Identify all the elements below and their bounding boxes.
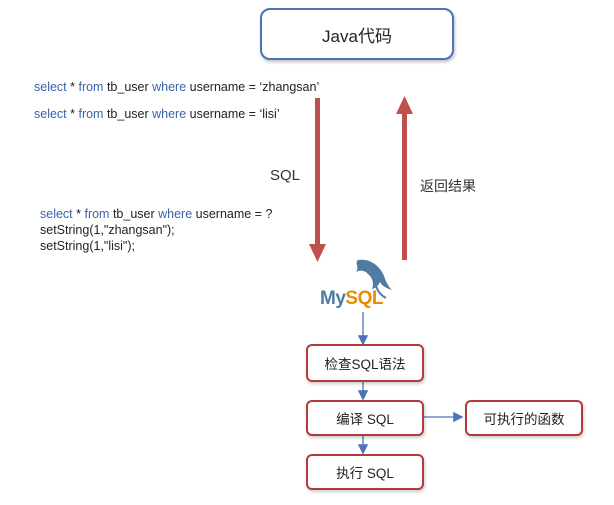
sql-down-arrow [309,98,326,262]
kw-from: from [78,107,104,121]
set-string-lisi: setString(1,"lisi"); [40,239,136,253]
mysql-wordmark-my: My [320,288,346,309]
star: * [72,207,85,221]
mysql-logo: MySQL [318,256,398,312]
step-check-syntax-label: 检查SQL语法 [324,357,406,372]
java-code-label: Java代码 [322,26,392,46]
kw-where: where [152,107,187,121]
result-up-arrow [396,96,413,260]
condition: username = ‘zhangsan’ [186,80,320,94]
condition: username = ‘lisi’ [186,107,280,121]
step-execute-sql: 执行 SQL [306,454,424,490]
kw-where: where [158,207,193,221]
table-name: tb_user [103,107,153,121]
table-name: tb_user [109,207,159,221]
dolphin-icon [356,259,392,299]
step-execute-sql-label: 执行 SQL [336,466,394,481]
kw-select: select [40,207,73,221]
star: * [66,107,79,121]
prepared-statement-code: select * from tb_user where username = ?… [40,206,272,254]
prepared-query-line: select * from tb_user where username = ? [40,206,272,222]
java-code-box: Java代码 [260,8,454,60]
step-compile-sql: 编译 SQL [306,400,424,436]
query-line-zhangsan: select * from tb_user where username = ‘… [34,80,319,94]
executable-function-label: 可执行的函数 [483,412,565,427]
step-check-syntax: 检查SQL语法 [306,344,424,382]
condition: username = ? [192,207,273,221]
kw-select: select [34,80,67,94]
kw-select: select [34,107,67,121]
kw-from: from [84,207,110,221]
result-arrow-label: 返回结果 [420,178,476,194]
table-name: tb_user [103,80,153,94]
mysql-wordmark-sql: SQL [345,288,383,309]
query-line-lisi: select * from tb_user where username = ‘… [34,107,280,121]
set-string-zhangsan: setString(1,"zhangsan"); [40,223,175,237]
step-compile-sql-label: 编译 SQL [336,412,394,427]
mysql-wordmark: MySQL [320,288,383,310]
sql-arrow-label: SQL [270,167,301,184]
kw-from: from [78,80,104,94]
star: * [66,80,79,94]
kw-where: where [152,80,187,94]
executable-function-box: 可执行的函数 [465,400,583,436]
